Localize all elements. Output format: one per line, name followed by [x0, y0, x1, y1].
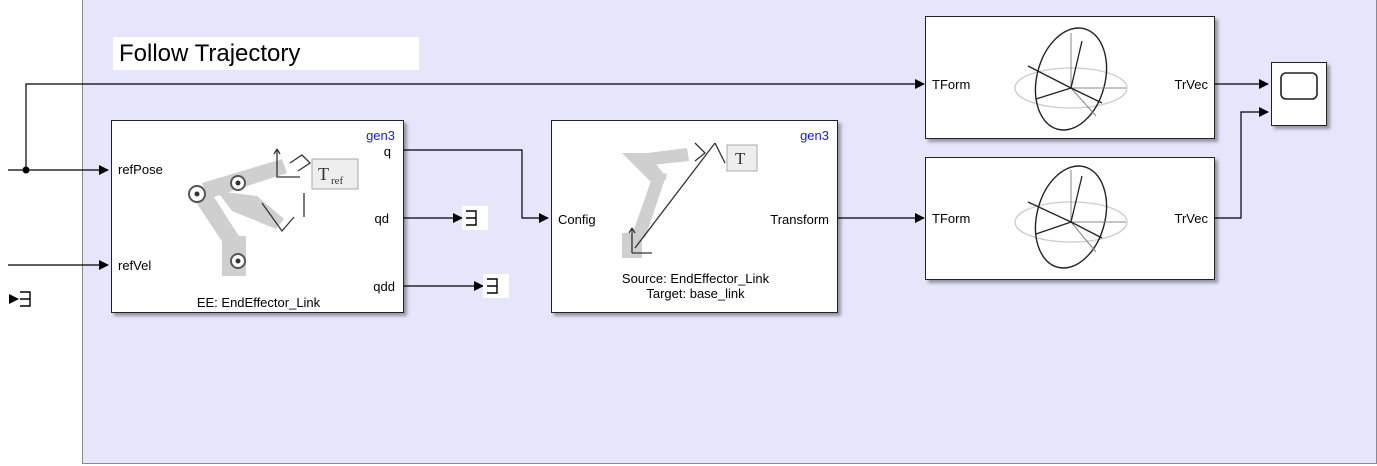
robot-arm-ik-icon: T ref	[188, 148, 359, 276]
port-qd[interactable]: qd	[374, 211, 389, 226]
wire-refpose-branch	[25, 79, 925, 170]
port-trvec[interactable]: TrVec	[1174, 77, 1208, 92]
port-tform[interactable]: TForm	[932, 211, 971, 226]
robot-arm-transform-icon: T	[622, 142, 758, 258]
area-title: Follow Trajectory	[113, 37, 419, 70]
terminator-icon	[466, 210, 477, 226]
wire-q	[404, 149, 549, 223]
port-config[interactable]: Config	[558, 212, 596, 227]
port-qdd[interactable]: qdd	[373, 279, 395, 294]
terminator-stray[interactable]	[18, 287, 42, 311]
terminator-icon	[487, 278, 498, 294]
ik-caption: EE: EndEffector_Link	[196, 295, 321, 310]
port-tform[interactable]: TForm	[932, 77, 971, 92]
svg-text:ref: ref	[331, 175, 344, 187]
tf-caption-target: Target: base_link	[646, 286, 745, 301]
scope-screen-icon	[1280, 72, 1318, 100]
svg-text:T: T	[318, 164, 329, 184]
port-transform[interactable]: Transform	[770, 212, 829, 227]
coordinate-frame-icon	[1014, 165, 1128, 269]
terminator-icon	[20, 291, 31, 307]
port-q[interactable]: q	[383, 144, 391, 159]
inverse-kinematics-block[interactable]: gen3 refPose refVel q qd qdd EE: EndEffe…	[111, 120, 404, 313]
svg-text:T: T	[735, 149, 746, 168]
wire-trvec-bottom	[1215, 107, 1269, 219]
branch-point	[22, 166, 30, 174]
get-transform-block[interactable]: gen3 Config Transform Source: EndEffecto…	[551, 120, 838, 313]
tform-to-trvec-block-top[interactable]: TForm TrVec	[925, 16, 1215, 139]
port-refpose[interactable]: refPose	[118, 162, 163, 177]
tform-to-trvec-block-bottom[interactable]: TForm TrVec	[925, 157, 1215, 280]
robot-tag: gen3	[366, 128, 395, 143]
tf-caption-source: Source: EndEffector_Link	[621, 271, 770, 286]
scope-block[interactable]	[1271, 62, 1327, 126]
terminator-qdd[interactable]	[483, 274, 509, 298]
port-trvec[interactable]: TrVec	[1174, 211, 1208, 226]
terminator-qd[interactable]	[462, 206, 488, 230]
port-refvel[interactable]: refVel	[118, 258, 152, 273]
coordinate-frame-icon	[1014, 27, 1128, 131]
robot-tag: gen3	[800, 128, 829, 143]
